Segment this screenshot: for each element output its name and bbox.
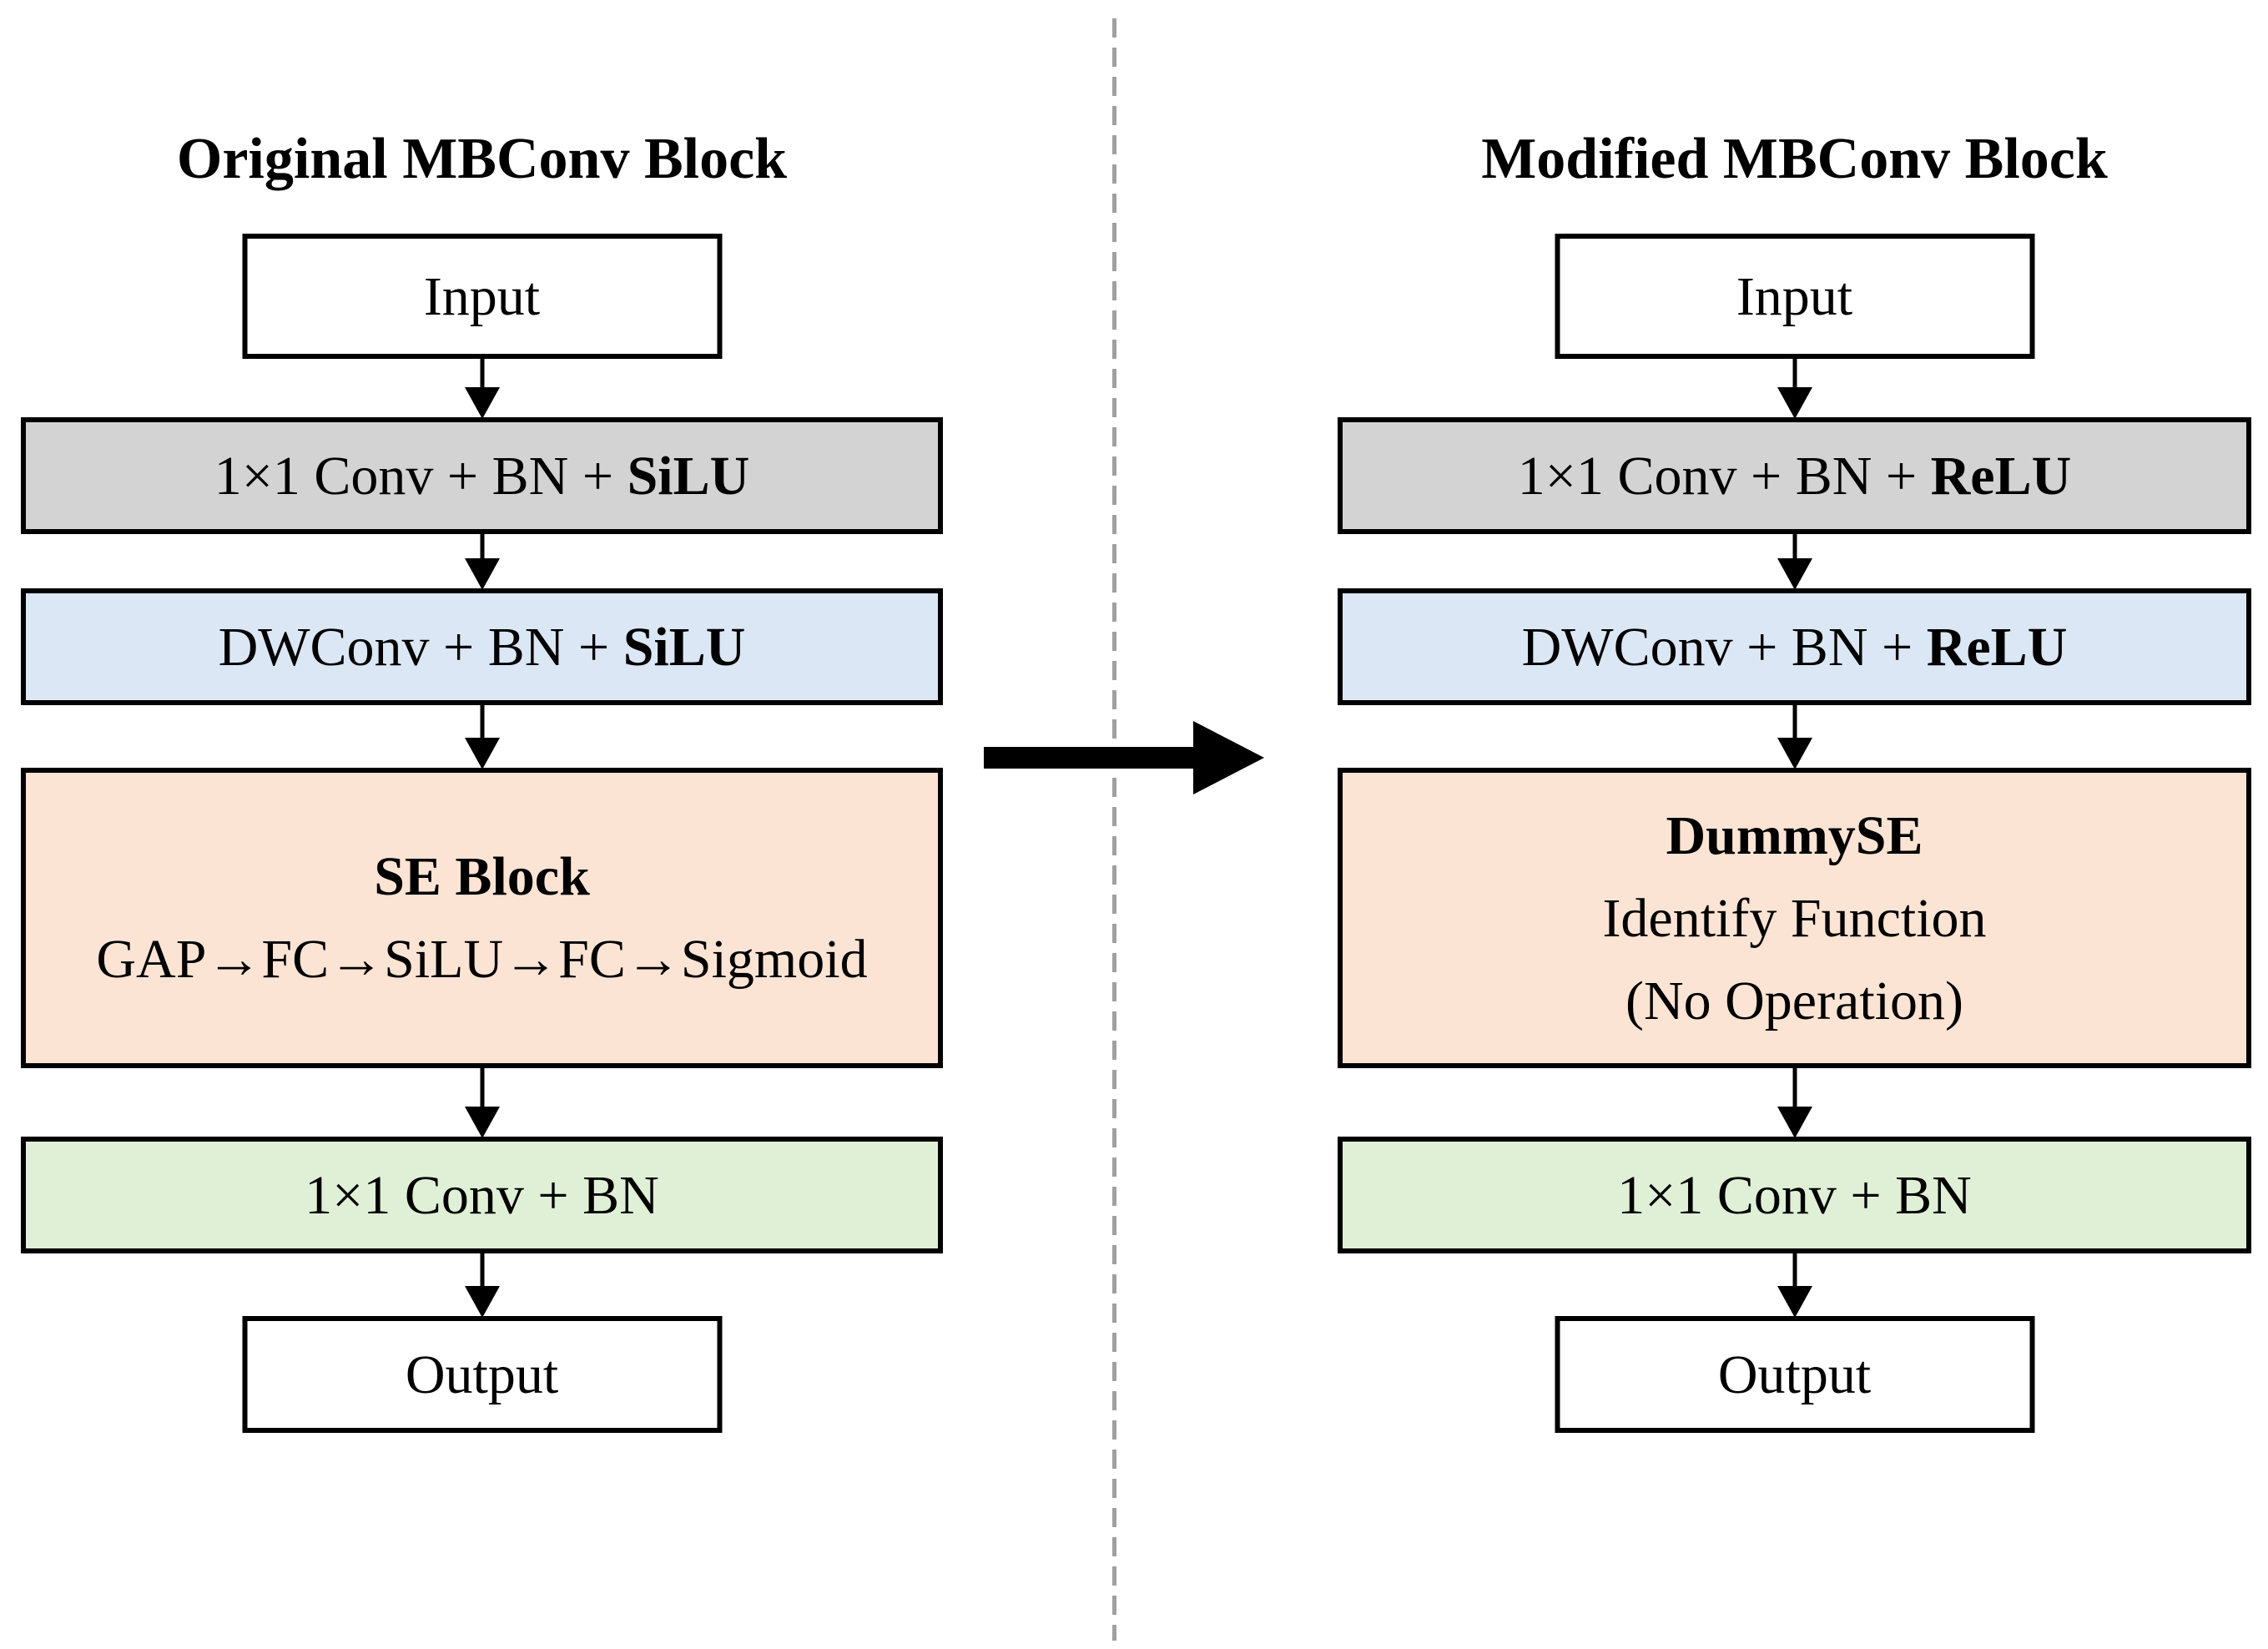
flow-arrow-icon [464,532,501,590]
expand-conv-label: 1×1 Conv + BN + ReLU [1517,445,2072,507]
dummy-se-title: DummySE [1666,804,1923,866]
input-label: Input [1736,265,1853,327]
arrow-stem [480,1067,484,1110]
arrow-head [464,1286,500,1318]
project-conv-box: 1×1 Conv + BN [21,1137,943,1253]
se-block-box: SE Block GAP→FC→SiLU→FC→Sigmoid [21,768,943,1068]
expand-conv-box: 1×1 Conv + BN + SiLU [21,417,943,534]
transform-arrow-head [1193,721,1264,794]
expand-conv-label: 1×1 Conv + BN + SiLU [214,445,750,507]
column-modified-mbconv: Modified MBConv Block Input 1×1 Conv + B… [1338,0,2251,1649]
arrow-stem [1792,1067,1797,1110]
flow-arrow-icon [464,1067,501,1138]
depthwise-conv-label: DWConv + BN + ReLU [1521,616,2068,678]
arrow-head [464,387,500,419]
dummy-se-detail-2: (No Operation) [1625,970,1964,1031]
output-box: Output [242,1316,722,1433]
project-conv-label: 1×1 Conv + BN [305,1164,659,1226]
arrow-stem [480,1252,484,1289]
flow-arrow-icon [1777,703,1813,769]
flow-arrow-icon [1777,532,1813,590]
column-original-mbconv: Original MBConv Block Input 1×1 Conv + B… [21,0,943,1649]
flow-arrow-icon [464,703,501,769]
divider-dashed-line [1112,18,1116,1641]
arrow-head [1777,1107,1812,1138]
flow-arrow-icon [464,1252,501,1318]
se-block-detail: GAP→FC→SiLU→FC→Sigmoid [96,929,868,990]
dummy-se-box: DummySE Identify Function (No Operation) [1338,768,2251,1068]
expand-conv-box: 1×1 Conv + BN + ReLU [1338,417,2251,534]
arrow-head [464,1107,500,1138]
input-label: Input [423,265,541,327]
arrow-stem [1792,532,1797,562]
flow-arrow-icon [1777,357,1813,419]
flow-arrow-icon [1777,1067,1813,1138]
depthwise-conv-box: DWConv + BN + SiLU [21,588,943,705]
se-block-title: SE Block [374,846,590,907]
transform-arrow-icon [984,721,1264,794]
project-conv-label: 1×1 Conv + BN [1617,1164,1972,1226]
flow-arrow-icon [1777,1252,1813,1318]
arrow-stem [1792,703,1797,741]
arrow-head [1777,387,1812,419]
column-title: Original MBConv Block [176,127,788,191]
column-title: Modified MBConv Block [1481,127,2108,191]
flow-arrow-icon [464,357,501,419]
arrow-head [464,558,500,590]
arrow-stem [480,357,484,391]
input-box: Input [242,234,722,359]
input-box: Input [1555,234,2034,359]
depthwise-conv-label: DWConv + BN + SiLU [218,616,746,678]
arrow-head [464,738,500,769]
project-conv-box: 1×1 Conv + BN [1338,1137,2251,1253]
arrow-head [1777,558,1812,590]
dummy-se-detail-1: Identify Function [1602,887,1987,949]
output-label: Output [1717,1344,1872,1405]
arrow-stem [1792,1252,1797,1289]
output-label: Output [405,1344,559,1405]
arrow-head [1777,738,1812,769]
arrow-stem [1792,357,1797,391]
depthwise-conv-box: DWConv + BN + ReLU [1338,588,2251,705]
output-box: Output [1555,1316,2034,1433]
arrow-head [1777,1286,1812,1318]
arrow-stem [480,703,484,741]
arrow-stem [480,532,484,562]
transform-arrow-shaft [984,747,1194,769]
